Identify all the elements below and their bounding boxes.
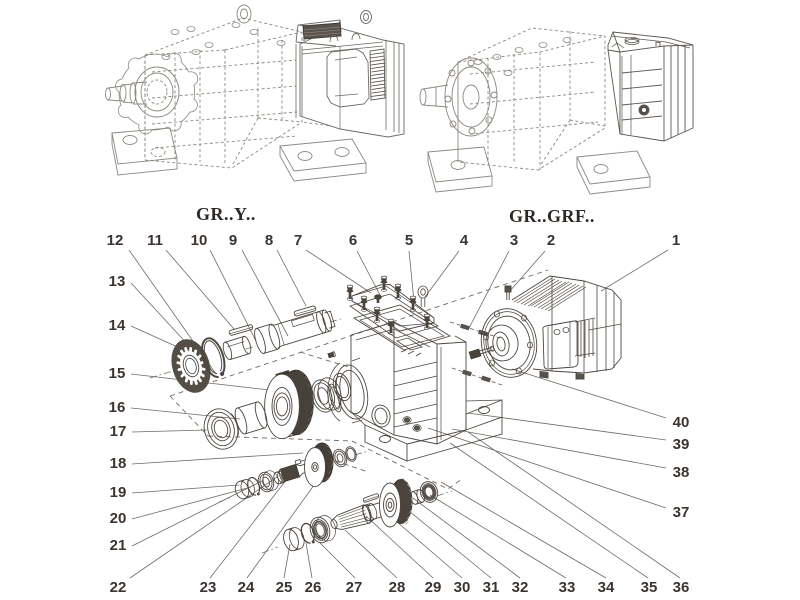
svg-text:GR..GRF..: GR..GRF.. [509,206,595,226]
svg-text:12: 12 [107,232,124,249]
svg-text:39: 39 [673,436,690,453]
svg-text:38: 38 [673,464,690,481]
svg-text:29: 29 [425,579,442,596]
svg-text:10: 10 [191,232,208,249]
svg-text:16: 16 [109,399,126,416]
svg-text:4: 4 [460,232,469,249]
svg-text:26: 26 [305,579,322,596]
svg-text:1: 1 [672,232,680,249]
svg-text:36: 36 [673,579,690,596]
svg-text:6: 6 [349,232,357,249]
svg-text:40: 40 [673,414,690,431]
svg-text:28: 28 [389,579,406,596]
svg-text:GR..Y..: GR..Y.. [196,204,256,224]
svg-text:30: 30 [454,579,471,596]
svg-text:24: 24 [238,579,255,596]
svg-text:32: 32 [512,579,529,596]
svg-text:9: 9 [229,232,237,249]
svg-text:19: 19 [110,484,127,501]
svg-text:23: 23 [200,579,217,596]
svg-text:33: 33 [559,579,576,596]
svg-text:20: 20 [110,510,127,527]
svg-text:37: 37 [673,504,690,521]
svg-text:27: 27 [346,579,363,596]
svg-text:11: 11 [147,232,163,249]
svg-text:2: 2 [547,232,555,249]
svg-text:22: 22 [110,579,127,596]
svg-text:21: 21 [110,537,127,554]
svg-text:15: 15 [109,365,126,382]
svg-text:25: 25 [276,579,293,596]
svg-text:3: 3 [510,232,518,249]
svg-text:7: 7 [294,232,302,249]
svg-text:8: 8 [265,232,273,249]
svg-text:14: 14 [109,317,126,334]
svg-text:13: 13 [109,273,126,290]
svg-text:17: 17 [110,423,127,440]
svg-text:35: 35 [641,579,658,596]
svg-text:18: 18 [110,455,127,472]
svg-text:31: 31 [483,579,500,596]
svg-text:5: 5 [405,232,413,249]
svg-text:34: 34 [598,579,615,596]
